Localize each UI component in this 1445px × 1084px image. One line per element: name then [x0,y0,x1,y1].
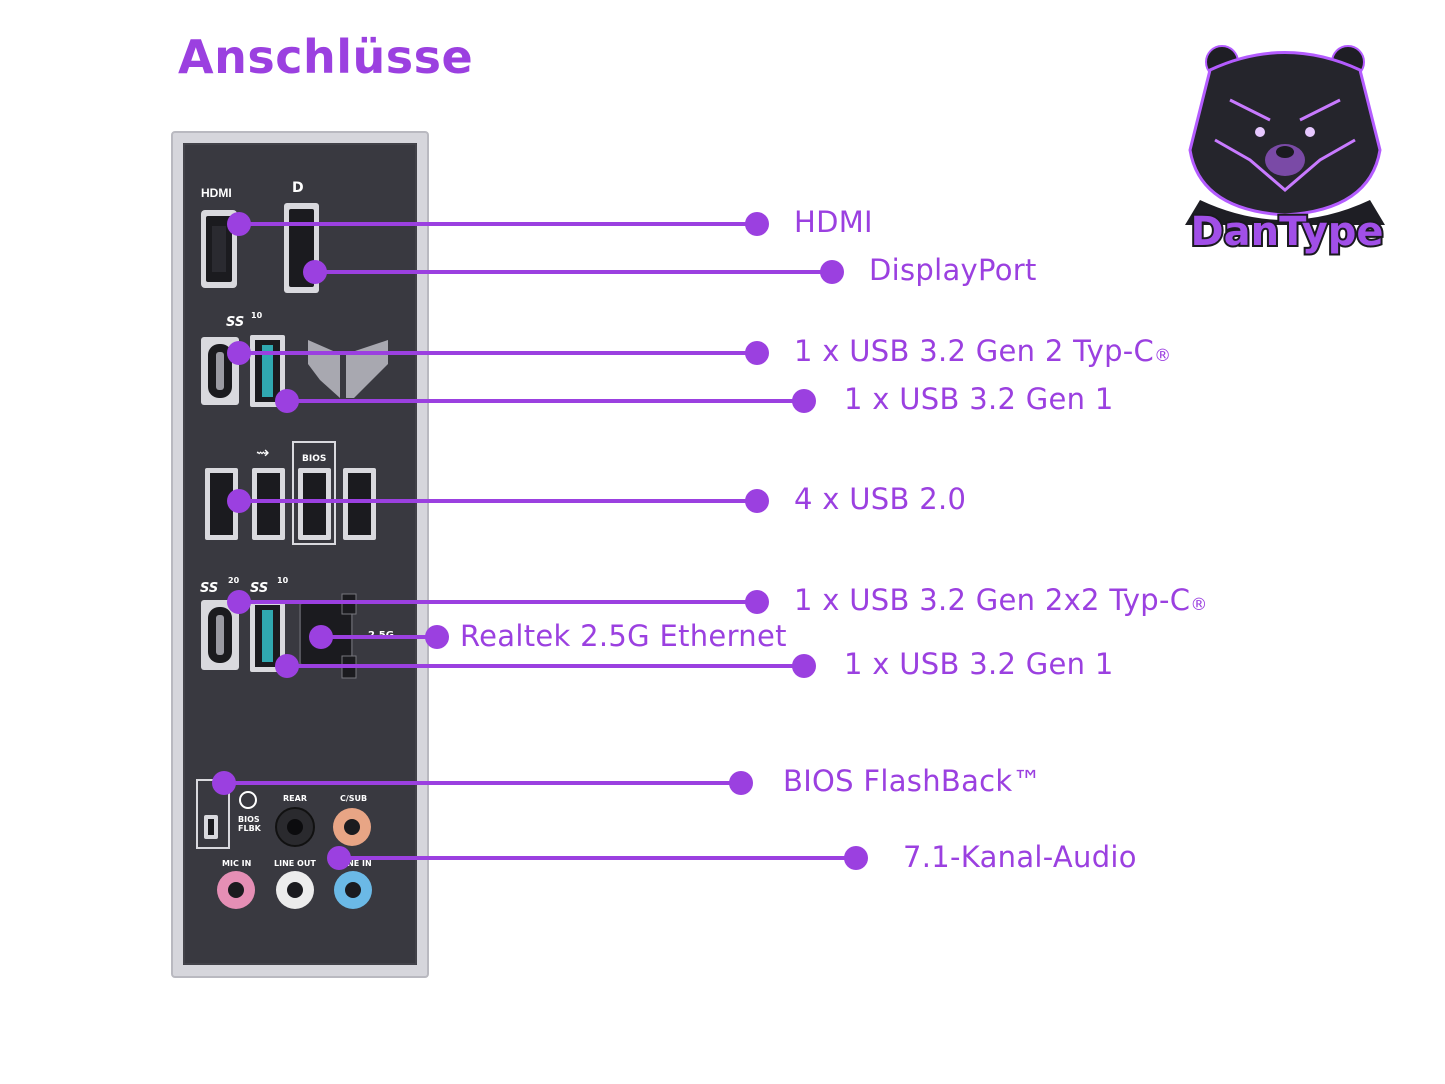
usb-a-port-2 [250,600,285,672]
svg-text:20: 20 [228,576,240,585]
label-displayport: DisplayPort [869,253,1037,287]
bear-icon [1185,45,1385,225]
svg-text:REAR: REAR [283,794,307,803]
svg-text:LINE OUT: LINE OUT [274,859,316,868]
usb-icon: ⇝ [256,443,269,462]
svg-text:10: 10 [251,311,263,320]
bios-flashback-button: BIOS FLBK [196,779,262,849]
label-usb-c-gen2x2: 1 x USB 3.2 Gen 2x2 Typ-C® [794,583,1208,617]
usb3-logo: SS [226,315,244,330]
svg-text:C/SUB: C/SUB [340,794,367,803]
label-usb-c-gen2: 1 x USB 3.2 Gen 2 Typ-C® [794,334,1172,368]
label-audio: 7.1-Kanal-Audio [903,840,1137,874]
usb20-ports [205,468,376,540]
label-usb-gen1-a: 1 x USB 3.2 Gen 1 [844,382,1114,416]
svg-text:10: 10 [277,576,289,585]
dantype-logo: DanType [1170,40,1405,270]
label-hdmi: HDMI [794,205,873,239]
bios-print: BIOS [302,454,326,464]
brand-text: DanType [1190,209,1383,255]
displayport-icon: D [292,180,304,196]
svg-text:SS: SS [200,581,218,596]
page-title: Anschlüsse [178,30,474,84]
label-bios-flashback: BIOS FlashBack™ [783,764,1042,798]
hdmi-print: HDMI [201,186,232,200]
svg-text:SS: SS [250,581,268,596]
svg-text:BIOS: BIOS [238,815,260,824]
usb-c-port-2 [201,600,239,670]
callouts [212,212,868,870]
label-usb20: 4 x USB 2.0 [794,482,967,516]
audio-jacks: REAR C/SUB MIC IN LINE OUT LINE IN [217,794,372,909]
svg-text:MIC IN: MIC IN [222,859,251,868]
svg-text:FLBK: FLBK [238,824,262,833]
label-ethernet: Realtek 2.5G Ethernet [460,619,787,653]
label-usb-gen1-b: 1 x USB 3.2 Gen 1 [844,647,1114,681]
hdmi-port: HDMI [201,186,237,288]
svg-text:LINE IN: LINE IN [339,859,372,868]
refresh-icon [239,791,257,809]
